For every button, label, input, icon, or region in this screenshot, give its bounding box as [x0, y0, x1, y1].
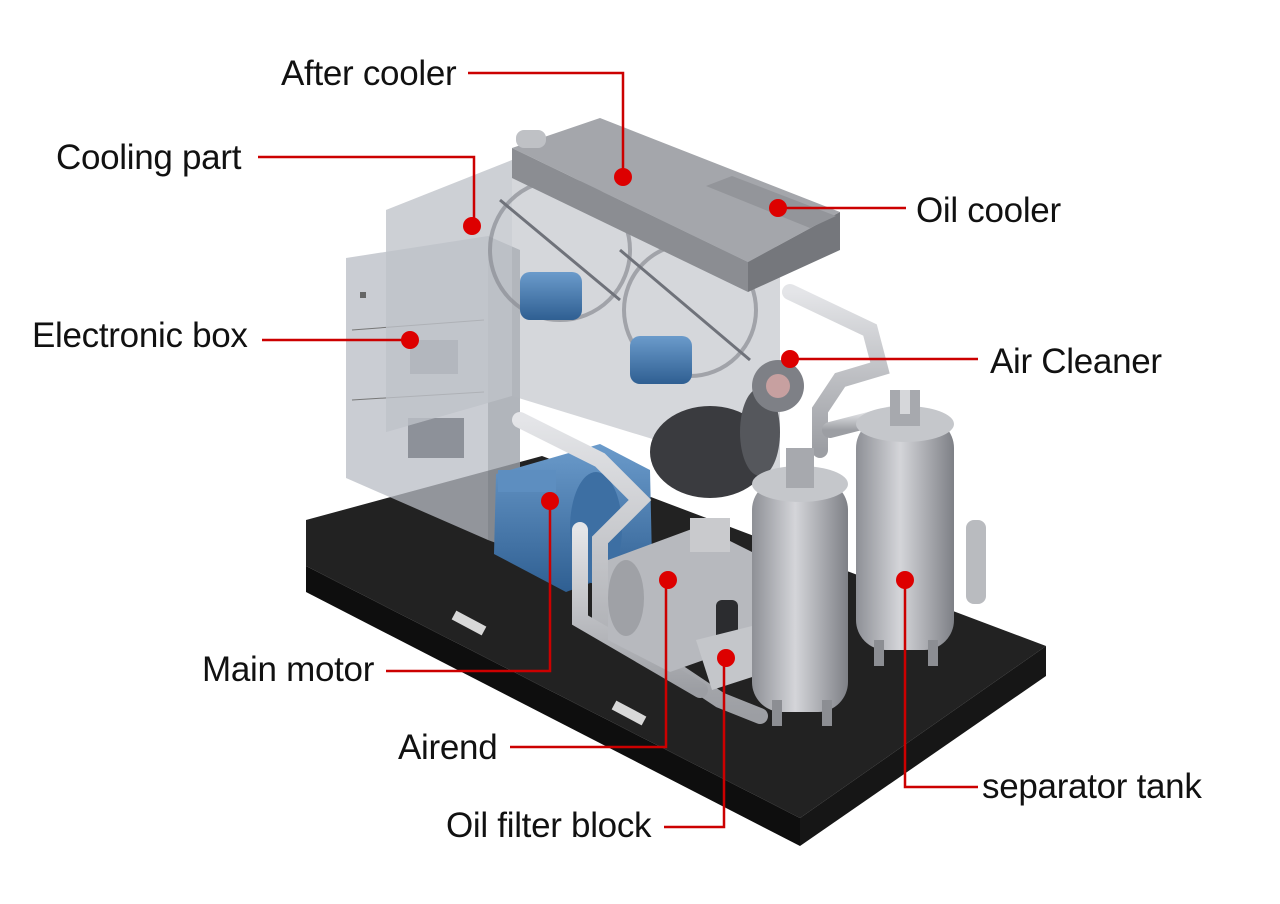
label-airend: Airend: [398, 728, 498, 767]
label-oil-filter-block: Oil filter block: [446, 806, 652, 845]
leader-after-cooler: [468, 71, 625, 177]
label-oil-cooler: Oil cooler: [916, 191, 1061, 230]
marker-after-cooler: [614, 168, 632, 186]
marker-separator-tank: [896, 571, 914, 589]
marker-air-cleaner: [781, 350, 799, 368]
label-air-cleaner: Air Cleaner: [990, 342, 1162, 381]
label-electronic-box: Electronic box: [32, 316, 248, 355]
leader-main-motor: [386, 501, 552, 673]
marker-airend: [659, 571, 677, 589]
leader-cooling-part: [258, 155, 476, 226]
leader-oil-filter-block: [664, 658, 726, 829]
markers: [401, 168, 914, 667]
cooler-top: [512, 118, 840, 292]
leader-lines: [258, 71, 978, 829]
leader-separator-tank: [903, 580, 978, 789]
marker-cooling-part: [463, 217, 481, 235]
label-main-motor: Main motor: [202, 650, 375, 689]
separator-tanks: [752, 390, 986, 726]
label-cooling-part: Cooling part: [56, 138, 242, 177]
marker-electronic-box: [401, 331, 419, 349]
air-cleaner-body: [650, 360, 804, 498]
marker-oil-filter-block: [717, 649, 735, 667]
marker-oil-cooler: [769, 199, 787, 217]
leader-airend: [510, 580, 668, 749]
label-after-cooler: After cooler: [281, 54, 457, 93]
marker-main-motor: [541, 492, 559, 510]
label-separator-tank: separator tank: [982, 767, 1202, 806]
